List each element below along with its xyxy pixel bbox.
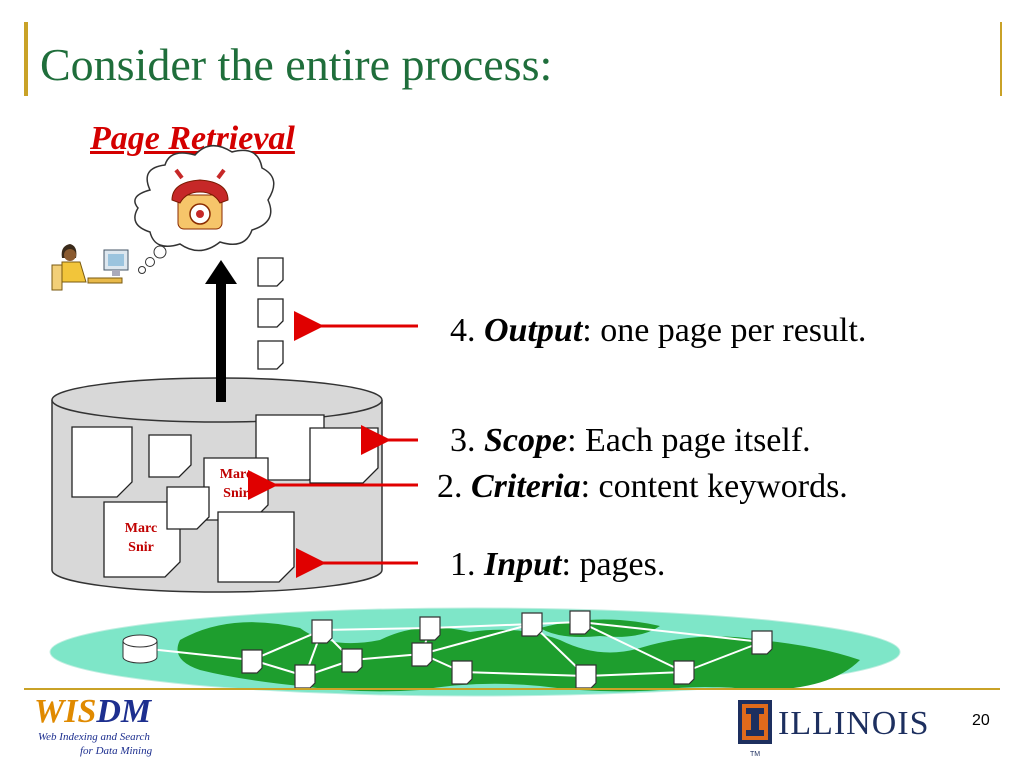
document-icon bbox=[309, 427, 379, 484]
web-document-icon bbox=[241, 649, 263, 674]
step-number: 1. bbox=[450, 546, 484, 583]
document-icon bbox=[166, 486, 210, 530]
web-document-icon bbox=[341, 648, 363, 673]
wisdm-logo-part1: WIS bbox=[34, 693, 97, 730]
marc-snir-label-1-line2: Snir bbox=[223, 486, 249, 501]
step-keyword: Criteria bbox=[471, 468, 581, 505]
step-description: : pages. bbox=[561, 546, 666, 583]
illinois-logo-icon bbox=[738, 700, 772, 744]
document-icon bbox=[217, 511, 295, 583]
web-document-icon bbox=[419, 616, 441, 641]
step-description: : Each page itself. bbox=[567, 422, 811, 459]
footer-divider bbox=[24, 688, 1000, 690]
document-icon bbox=[71, 426, 133, 498]
step-criteria: 2. Criteria: content keywords. bbox=[437, 468, 848, 506]
wisdm-tagline-line1: Web Indexing and Search bbox=[38, 731, 150, 743]
slide-subtitle: Page Retrieval bbox=[90, 120, 295, 157]
step-number: 4. bbox=[450, 312, 484, 349]
step-number: 2. bbox=[437, 468, 471, 505]
web-database-icon bbox=[122, 634, 158, 664]
telephone-icon bbox=[171, 168, 229, 230]
web-document-icon bbox=[673, 660, 695, 685]
step-number: 3. bbox=[450, 422, 484, 459]
marc-snir-label-2-line2: Snir bbox=[128, 540, 154, 555]
title-accent-bar bbox=[24, 22, 28, 96]
step-output: 4. Output: one page per result. bbox=[450, 312, 866, 350]
step-description: : one page per result. bbox=[582, 312, 867, 349]
user-at-computer-icon bbox=[51, 244, 129, 291]
step-keyword: Output bbox=[484, 312, 583, 349]
step-keyword: Input bbox=[484, 546, 562, 583]
thought-bubble-icon bbox=[134, 145, 275, 274]
web-document-icon bbox=[575, 664, 597, 689]
wisdm-logo: WISDM bbox=[34, 693, 151, 731]
output-document-icon bbox=[257, 340, 284, 370]
step-input: 1. Input: pages. bbox=[450, 546, 665, 584]
output-flow-arrow bbox=[205, 260, 237, 402]
web-document-icon bbox=[569, 610, 591, 635]
step-keyword: Scope bbox=[484, 422, 568, 459]
wisdm-tagline: Web Indexing and Search for Data Mining bbox=[38, 730, 152, 758]
web-document-icon bbox=[411, 642, 433, 667]
document-icon bbox=[148, 434, 192, 478]
web-document-icon bbox=[451, 660, 473, 685]
web-document-icon bbox=[751, 630, 773, 655]
right-accent-bar bbox=[1000, 22, 1002, 96]
marc-snir-label-2-line1: Marc bbox=[125, 521, 157, 536]
step-description: : content keywords. bbox=[580, 468, 848, 505]
web-document-icon bbox=[521, 612, 543, 637]
globe-web-icon bbox=[49, 607, 901, 697]
wisdm-logo-part2: DM bbox=[96, 693, 152, 730]
page-number: 20 bbox=[972, 712, 990, 729]
trademark-mark: TM bbox=[750, 751, 760, 758]
illinois-wordmark: ILLINOIS bbox=[778, 705, 930, 742]
wisdm-tagline-line2: for Data Mining bbox=[80, 745, 153, 757]
web-document-icon bbox=[294, 664, 316, 689]
output-document-icon bbox=[257, 298, 284, 328]
step-scope: 3. Scope: Each page itself. bbox=[450, 422, 811, 460]
marc-snir-label-1-line1: Marc bbox=[220, 467, 252, 482]
web-document-icon bbox=[311, 619, 333, 644]
slide-title: Consider the entire process: bbox=[40, 39, 553, 90]
output-document-icon bbox=[257, 257, 284, 287]
